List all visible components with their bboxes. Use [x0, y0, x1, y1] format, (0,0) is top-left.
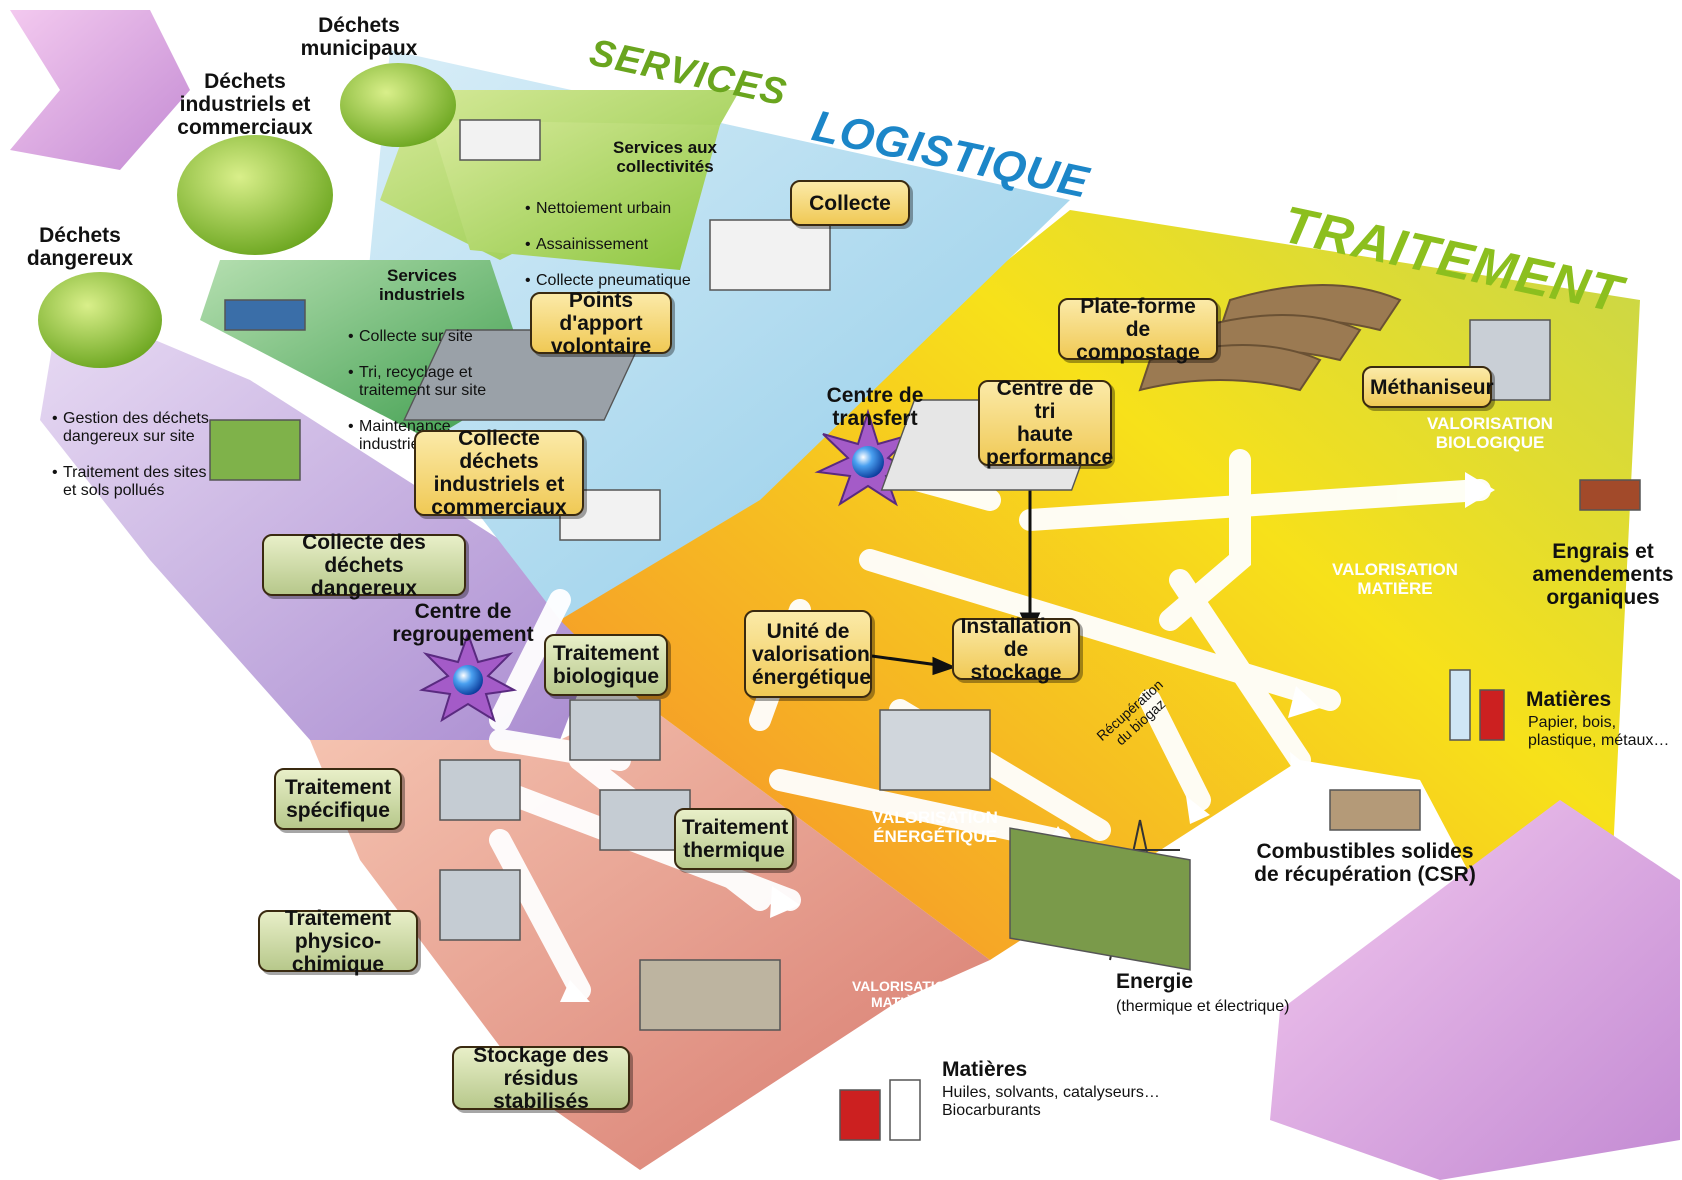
centre-transfert-label: Centre de transfert	[826, 384, 924, 430]
services-collectivites-bullets: Nettoiement urbain Assainissement Collec…	[525, 182, 695, 308]
centre-tri-box: Centre de tri haute performance	[978, 377, 1113, 469]
output-arrow	[1270, 800, 1680, 1180]
points-apport-box: Points d'apport volontaire	[530, 289, 672, 358]
traitement-specifique-box: Traitement spécifique	[274, 768, 402, 830]
industrial-waste-disc	[177, 135, 333, 255]
hazardous-waste-disc	[38, 272, 162, 368]
valorisation-energetique-label: VALORISATION ÉNERGÉTIQUE	[872, 808, 998, 846]
collecte-dangereux-box: Collecte des déchets dangereux	[262, 531, 466, 600]
valorisation-matiere-right-label: VALORISATION MATIÈRE	[1332, 560, 1458, 598]
traitement-biologique-box: Traitement biologique	[544, 634, 668, 696]
stockage-residus-box: Stockage des résidus stabilisés	[452, 1044, 630, 1113]
matieres-bottom-title: Matières	[942, 1058, 1028, 1081]
csr-label: Combustibles solides de récupération (CS…	[1254, 840, 1476, 886]
energie-title: Energie	[1116, 970, 1194, 993]
industrial-waste-label: Déchets industriels et commerciaux	[177, 70, 313, 139]
services-industriels-bullets: Collecte sur site Tri, recyclage et trai…	[348, 310, 508, 472]
plateforme-compostage-box: Plate-forme de compostage	[1058, 295, 1218, 364]
methaniseur-box: Méthaniseur	[1362, 366, 1494, 408]
collectivites-bullet-2: Assainissement	[525, 236, 695, 254]
energie-subtitle: (thermique et électrique)	[1116, 998, 1290, 1015]
matieres-bottom-subtitle: Huiles, solvants, catalyseurs… Biocarbur…	[942, 1084, 1160, 1119]
services-collectivites-title: Services aux collectivités	[613, 138, 717, 176]
collectivites-bullet-3: Collecte pneumatique	[525, 272, 695, 290]
centre-regroupement-label: Centre de regroupement	[392, 600, 534, 646]
regroupement-centre-star	[418, 631, 518, 723]
collecte-box: Collecte	[790, 180, 910, 226]
traitement-thermique-box: Traitement thermique	[674, 808, 794, 870]
matieres-right-title: Matières	[1526, 688, 1612, 711]
collectivites-bullet-1: Nettoiement urbain	[525, 200, 695, 218]
unite-valorisation-box: Unité de valorisation énergétique	[744, 610, 872, 698]
collecte-industriels-box: Collecte déchets industriels et commerci…	[414, 427, 584, 519]
matieres-right-subtitle: Papier, bois, plastique, métaux…	[1528, 714, 1670, 749]
hazardous-bullet-1: Gestion des déchets dangereux sur site	[52, 410, 212, 446]
municipal-waste-label: Déchets municipaux	[300, 14, 418, 60]
hazardous-bullet-2: Traitement des sites et sols pollués	[52, 464, 212, 500]
engrais-label: Engrais et amendements organiques	[1532, 540, 1674, 609]
traitement-physico-box: Traitement physico-chimique	[258, 907, 418, 976]
industriels-bullet-2: Tri, recyclage et traitement sur site	[348, 364, 508, 400]
valorisation-matiere-bottom-label: VALORISATION MATIÈRE	[852, 978, 956, 1010]
valorisation-biologique-label: VALORISATION BIOLOGIQUE	[1427, 414, 1553, 452]
installation-stockage-box: Installation de stockage	[952, 615, 1080, 684]
hazardous-waste-label: Déchets dangereux	[26, 224, 134, 270]
hazardous-waste-bullets: Gestion des déchets dangereux sur site T…	[52, 392, 212, 518]
input-arrow	[10, 10, 190, 170]
services-industriels-title: Services industriels	[379, 266, 465, 304]
industriels-bullet-1: Collecte sur site	[348, 328, 508, 346]
municipal-waste-disc	[340, 63, 456, 147]
